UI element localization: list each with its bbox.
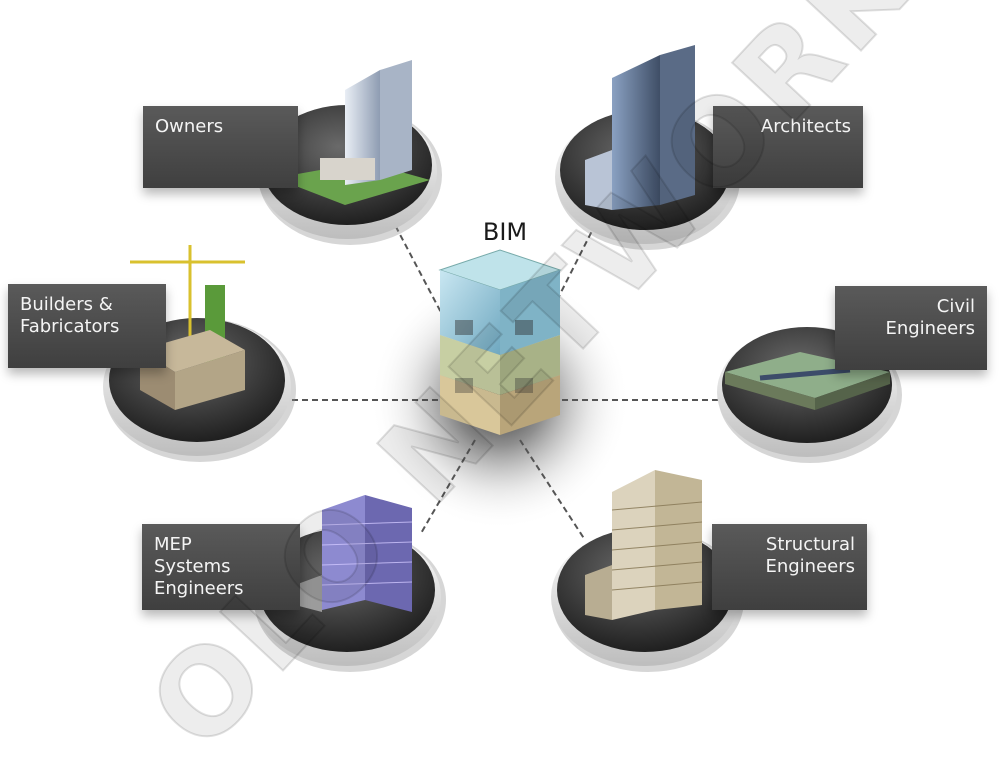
bim-diagram [103, 45, 902, 672]
label-builders-line-2: Fabricators [20, 316, 120, 337]
connector-owners [394, 224, 446, 321]
owners-node [257, 60, 442, 245]
connector-mep [419, 439, 476, 536]
label-architects-line-1: Architects [760, 116, 851, 137]
architects-building [612, 55, 660, 210]
bim-cube [438, 249, 562, 435]
structural-node [551, 470, 744, 672]
label-structural-line-2: Engineers [765, 556, 855, 577]
label-civil: Civil Engineers [835, 286, 987, 370]
label-mep-line-3: Engineers [154, 578, 244, 599]
hub-title: BIM [482, 218, 528, 246]
mep-node [253, 495, 446, 672]
structural-building [612, 470, 655, 620]
label-builders-line-1: Builders & [20, 294, 113, 315]
connector-architects [547, 224, 596, 319]
label-architects: Architects [713, 106, 863, 188]
label-civil-line-2: Engineers [885, 318, 975, 339]
label-structural-line-1: Structural [765, 534, 855, 555]
label-mep: MEP Systems Engineers [142, 524, 300, 610]
mep-building [322, 495, 365, 610]
label-structural: Structural Engineers [712, 524, 867, 610]
label-civil-line-1: Civil [936, 296, 975, 317]
label-owners-line-1: Owners [155, 116, 224, 137]
label-owners: Owners [143, 106, 298, 188]
connectors [288, 224, 718, 541]
label-mep-line-1: MEP [154, 534, 192, 555]
architects-node [555, 45, 740, 250]
label-mep-line-2: Systems [154, 556, 231, 577]
label-builders: Builders & Fabricators [8, 284, 166, 368]
